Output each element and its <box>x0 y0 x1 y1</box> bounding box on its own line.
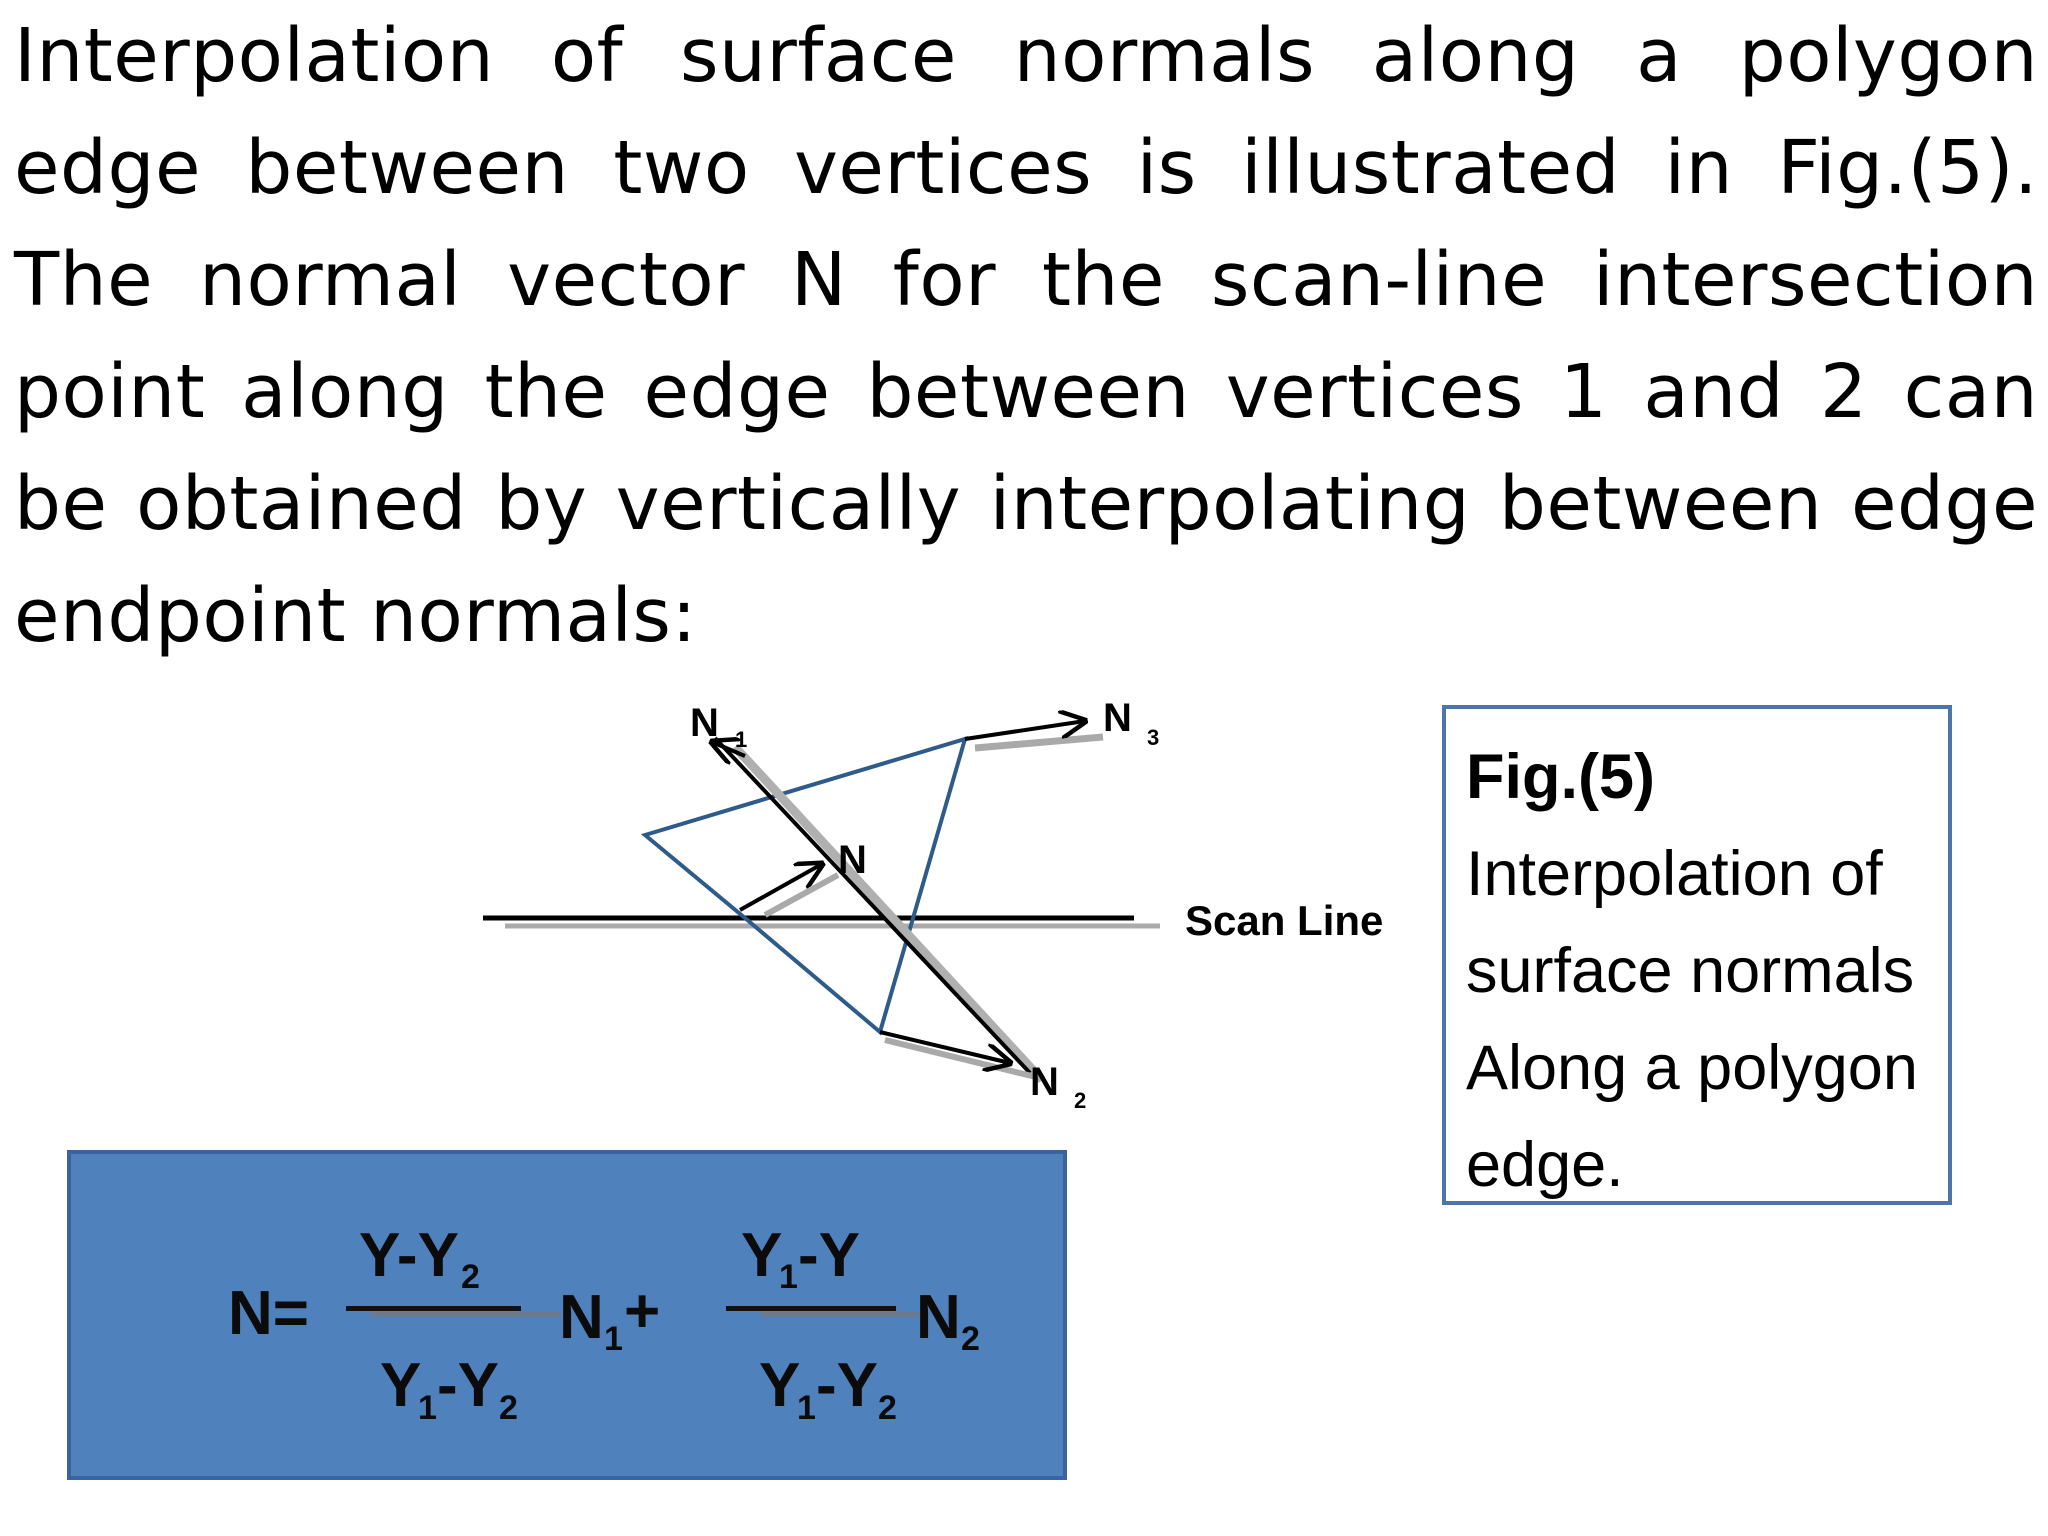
frac1-numerator-sub: 2 <box>461 1258 480 1296</box>
edge-normal-line <box>713 736 1032 1075</box>
frac2-num-y1: Y <box>741 1221 783 1290</box>
intro-paragraph: Interpolation of surface normals along a… <box>14 13 2038 659</box>
n2-label: N <box>1030 1060 1059 1104</box>
frac1-den-sub2: 2 <box>499 1389 518 1427</box>
n1-arrow <box>712 742 746 756</box>
n3-label: N <box>1103 696 1132 740</box>
frac1-den-sub1: 1 <box>418 1389 437 1427</box>
n-arrow <box>739 864 822 912</box>
figure-caption-text: Interpolation of surface normals Along a… <box>1466 839 1918 1200</box>
n1-label: N <box>690 701 719 745</box>
n3-arrow <box>964 721 1085 741</box>
frac1-numerator: Y-Y <box>359 1221 459 1290</box>
frac1-den-rest: -Y <box>437 1351 499 1420</box>
n2-arrow <box>879 1030 1010 1063</box>
term1-sub: 1 <box>604 1320 623 1358</box>
n3-arrow-shadow <box>974 733 1104 752</box>
figure-caption-title: Fig.(5) <box>1466 742 1655 812</box>
frac2-den-rest: -Y <box>816 1351 878 1420</box>
formula-plus: + <box>624 1277 661 1346</box>
term2-sub: 2 <box>961 1320 980 1358</box>
interpolation-formula-box: N= Y-Y 2 Y 1 -Y 2 N 1 + Y 1 -Y Y 1 -Y 2 … <box>67 1150 1067 1480</box>
frac2-bar <box>726 1306 896 1311</box>
frac2-den-y1: Y <box>759 1351 801 1420</box>
n2-subscript: 2 <box>1074 1088 1086 1113</box>
n-label: N <box>838 838 867 882</box>
frac1-bar-shadow <box>371 1312 561 1317</box>
scan-line-label: Scan Line <box>1185 897 1383 944</box>
formula-lhs: N= <box>228 1279 309 1348</box>
term2-n: N <box>916 1283 961 1352</box>
frac2-bar-shadow <box>761 1312 921 1317</box>
figure-caption-box: Fig.(5) Interpolation of surface normals… <box>1442 705 1952 1205</box>
frac1-bar <box>346 1306 521 1311</box>
frac2-num-sub1: 1 <box>779 1258 798 1296</box>
edge-normal-shadow <box>731 743 1046 1084</box>
n1-subscript: 1 <box>735 727 747 752</box>
polygon-shape <box>640 736 968 1036</box>
frac2-den-sub1: 1 <box>797 1389 816 1427</box>
frac1-den-y1: Y <box>380 1351 422 1420</box>
frac2-num-rest: -Y <box>798 1221 860 1290</box>
n3-subscript: 3 <box>1147 725 1159 750</box>
term1-n: N <box>559 1283 604 1352</box>
n-arrow-shadow <box>763 872 840 918</box>
frac2-den-sub2: 2 <box>878 1389 897 1427</box>
